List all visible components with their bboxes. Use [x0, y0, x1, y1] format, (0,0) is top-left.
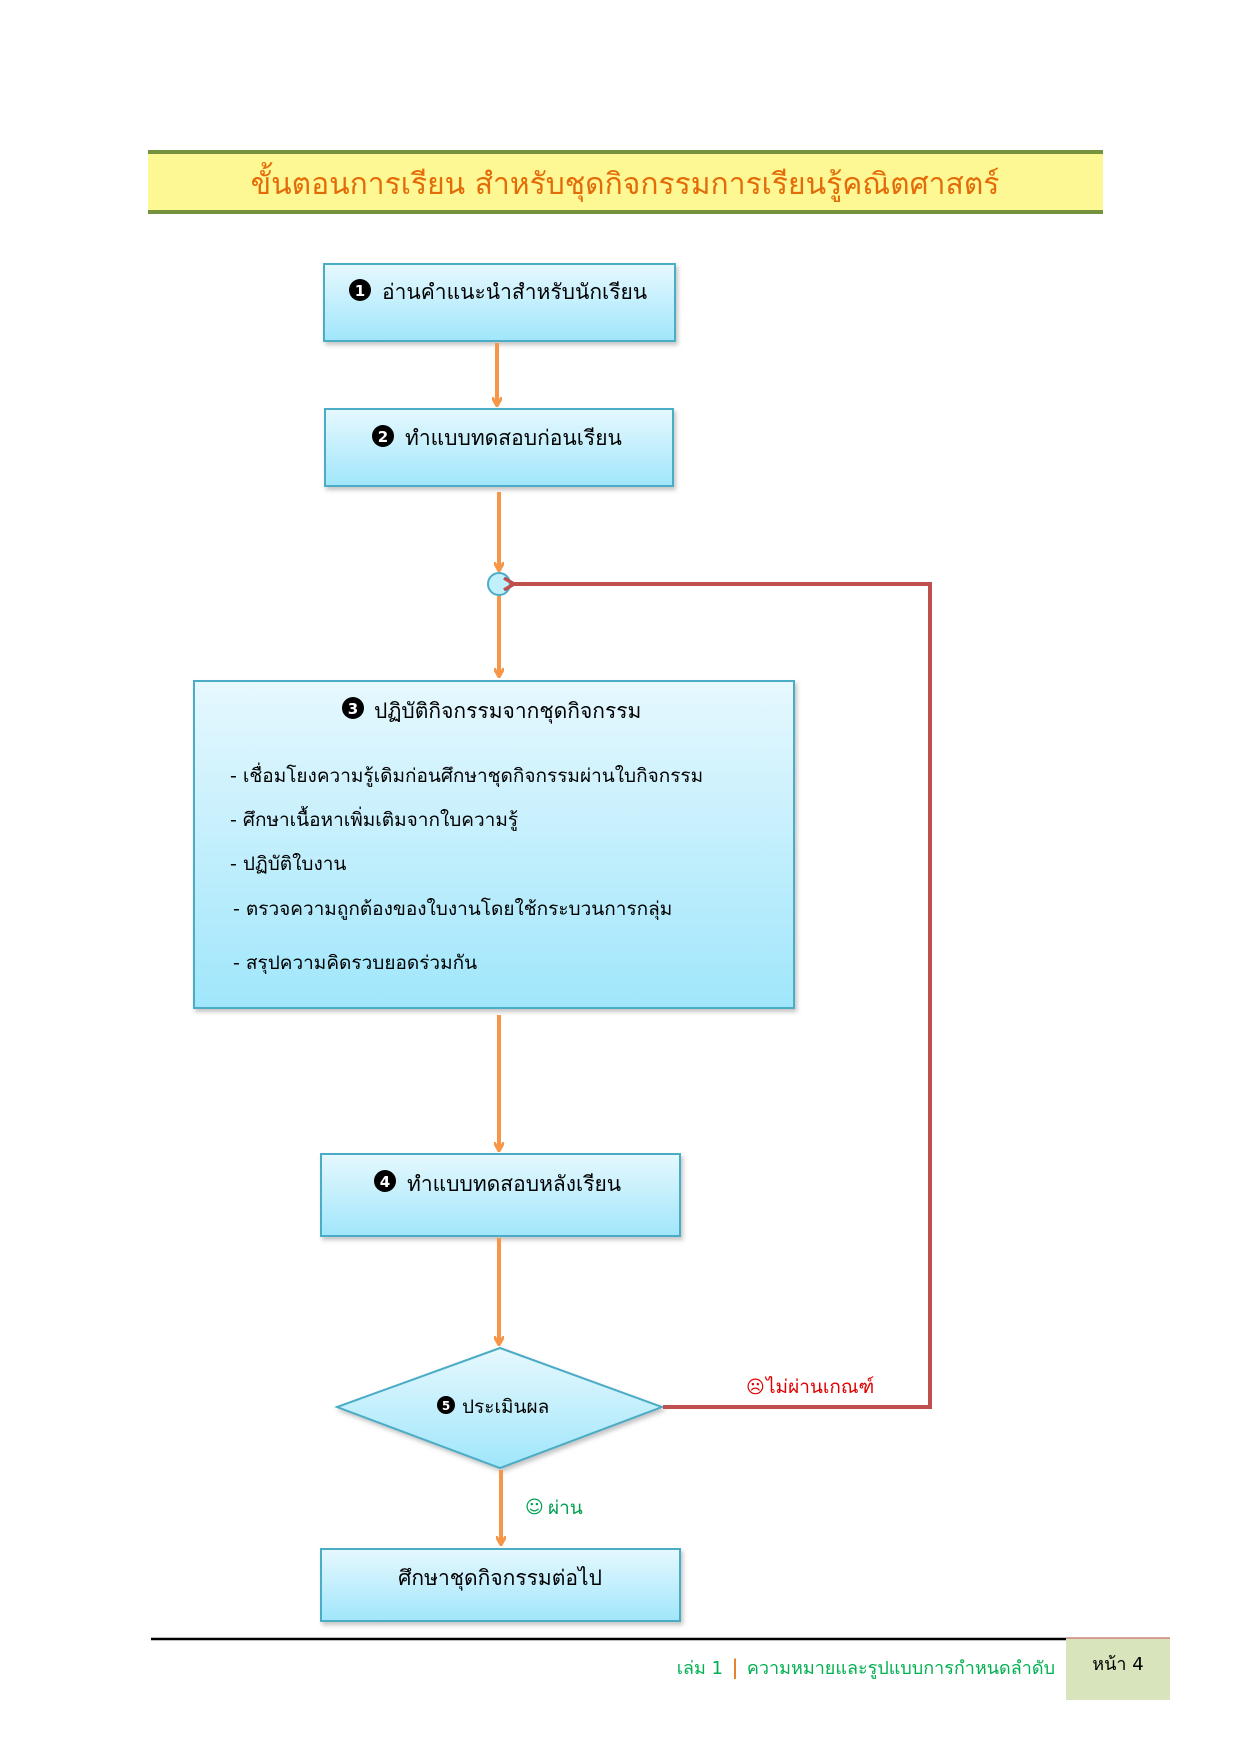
number-badge-icon	[374, 1170, 396, 1192]
page-number: หน้า 4	[1092, 1654, 1143, 1675]
footer-subtitle: ความหมายและรูปแบบการกำหนดลำดับ	[747, 1658, 1055, 1679]
sad-face-icon: ☹	[746, 1377, 765, 1398]
step-4-box: 4 ทำแบบทดสอบหลังเรียน	[320, 1153, 681, 1237]
fail-loop-arrow	[514, 584, 932, 1409]
number-badge-icon	[372, 425, 394, 447]
step-label: ศึกษาชุดกิจกรรมต่อไป	[398, 1566, 602, 1591]
title-band: ขั้นตอนการเรียน สำหรับชุดกิจกรรมการเรียน…	[148, 150, 1103, 214]
step-number: 5	[442, 1399, 450, 1413]
number-badge-icon	[342, 697, 364, 719]
step-label: ประเมินผล	[462, 1396, 549, 1418]
activity-item: - ปฏิบัติใบงาน	[230, 853, 346, 875]
activity-item: - เชื่อมโยงความรู้เดิมก่อนศึกษาชุดกิจกรร…	[230, 762, 703, 788]
smile-face-icon: ☺	[525, 1497, 544, 1518]
step-label: ปฏิบัติกิจกรรมจากชุดกิจกรรม	[374, 699, 641, 724]
step-3-box: 3 ปฏิบัติกิจกรรมจากชุดกิจกรรม - เชื่อมโย…	[193, 680, 795, 1009]
connector-node	[487, 572, 511, 596]
volume-label: เล่ม 1	[677, 1658, 723, 1679]
footer-separator: |	[732, 1655, 739, 1679]
step-number: 1	[355, 282, 365, 300]
step-label: อ่านคำแนะนำสำหรับนักเรียน	[382, 280, 647, 304]
evaluate-decision: 5 ประเมินผล	[334, 1346, 665, 1470]
step-label: ทำแบบทดสอบก่อนเรียน	[405, 426, 622, 450]
page-title: ขั้นตอนการเรียน สำหรับชุดกิจกรรมการเรียน…	[251, 162, 1000, 203]
number-badge-icon	[349, 279, 371, 301]
activity-item: - สรุปความคิดรวบยอดร่วมกัน	[233, 952, 477, 975]
page-footer: หน้า 4 เล่ม 1 | ความหมายและรูปแบบการกำหน…	[151, 1637, 1170, 1700]
step-label: ทำแบบทดสอบหลังเรียน	[407, 1172, 621, 1196]
activity-item: - ศึกษาเนื้อหาเพิ่มเติมจากใบความรู้	[230, 806, 518, 831]
pass-label: ผ่าน	[548, 1497, 583, 1519]
step-number: 3	[348, 700, 358, 718]
number-badge-icon	[437, 1396, 455, 1414]
step-number: 2	[378, 428, 388, 446]
step-1-box: 1 อ่านคำแนะนำสำหรับนักเรียน	[323, 263, 676, 342]
step-2-box: 2 ทำแบบทดสอบก่อนเรียน	[324, 408, 674, 487]
fail-label: ไม่ผ่านเกณฑ์	[764, 1376, 874, 1398]
activity-item: - ตรวจความถูกต้องของใบงานโดยใช้กระบวนการ…	[233, 897, 672, 921]
next-activity-box: ศึกษาชุดกิจกรรมต่อไป	[320, 1548, 681, 1622]
step-number: 4	[380, 1173, 390, 1191]
